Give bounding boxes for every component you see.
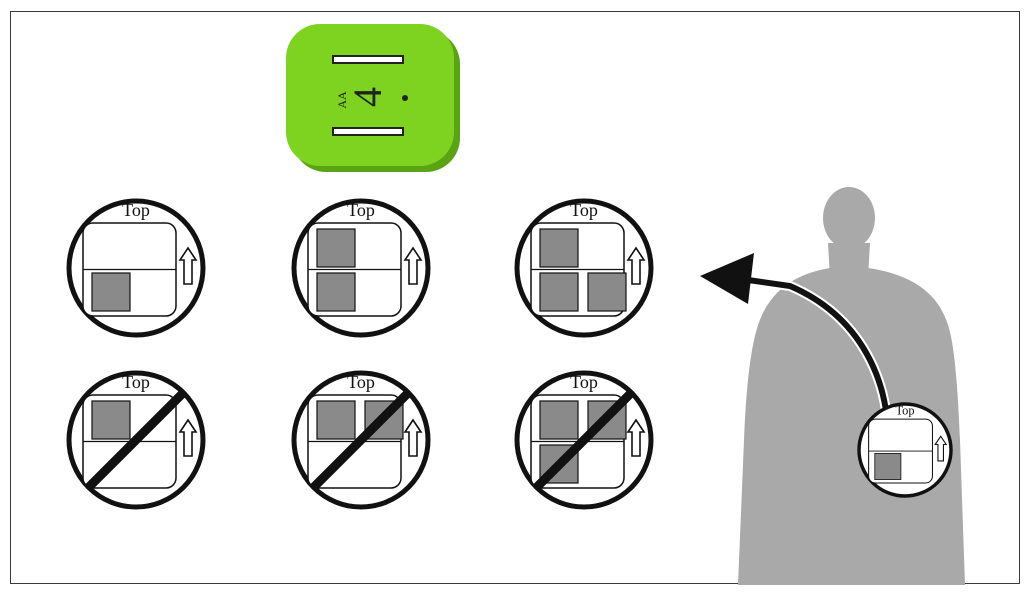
top-label: Top [570, 372, 598, 392]
top-label: Top [347, 372, 375, 392]
person-silhouette-icon [738, 187, 965, 585]
up-arrow-icon [403, 246, 423, 285]
square-bottom-right [587, 272, 627, 312]
sensor-device: 4 AA [286, 24, 460, 172]
square-top-left [91, 400, 131, 440]
up-arrow-icon [626, 246, 646, 285]
placement-diagram-worn: Top [857, 402, 953, 498]
device-slot-bottom [332, 127, 404, 136]
worn-sensor-diagram: Top [857, 402, 953, 498]
figure-frame [10, 11, 1020, 584]
square-top-left [539, 400, 579, 440]
device-slot-top [332, 55, 404, 64]
top-label: Top [570, 200, 598, 220]
top-label: Top [122, 200, 150, 220]
square-top-left [316, 228, 356, 268]
up-arrow-icon [178, 246, 198, 285]
top-label: Top [895, 403, 914, 417]
placement-diagram-4: Top [66, 370, 206, 510]
up-arrow-icon [178, 418, 198, 457]
square-top-left [316, 400, 356, 440]
prohibited-slash-icon [532, 388, 636, 492]
placement-diagram-1: Top [66, 198, 206, 338]
up-arrow-icon [626, 418, 646, 457]
square-bottom-left [91, 272, 131, 312]
placement-diagram-5: Top [291, 370, 431, 510]
prohibited-slash-icon [84, 388, 188, 492]
top-label: Top [122, 372, 150, 392]
top-label: Top [347, 200, 375, 220]
device-marking: 4 [345, 87, 390, 107]
placement-diagram-2: Top [291, 198, 431, 338]
placement-diagram-6: Top [514, 370, 654, 510]
placement-diagram-3: Top [514, 198, 654, 338]
square-top-left [539, 228, 579, 268]
device-dot [402, 95, 408, 101]
device-small-marking: AA [335, 91, 349, 109]
prohibited-slash-icon [309, 388, 413, 492]
square-bottom-left [539, 272, 579, 312]
up-arrow-icon [403, 418, 423, 457]
square-bottom-left [316, 272, 356, 312]
square-bottom-left [874, 453, 902, 480]
up-arrow-icon [934, 435, 948, 462]
